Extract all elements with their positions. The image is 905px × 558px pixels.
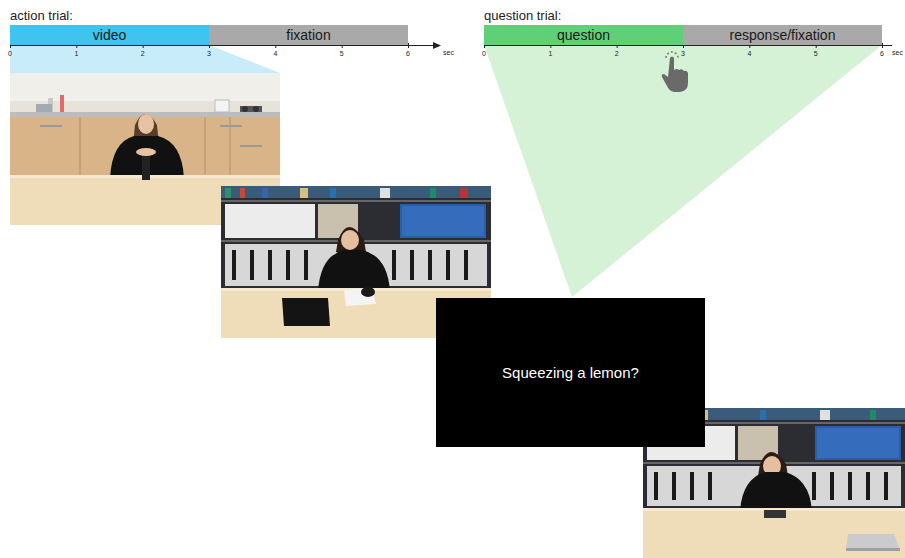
node-text: fixation (286, 27, 330, 43)
tick-label: 0 (482, 50, 486, 57)
tick-label: 5 (340, 50, 344, 57)
projection-wedge (10, 45, 280, 73)
trial-label: question trial: (484, 9, 561, 22)
tick-label: 2 (615, 50, 619, 57)
trial-label: action trial: (10, 9, 73, 22)
tick-label: 4 (273, 50, 277, 57)
touch-icon (662, 52, 688, 92)
tick-label: 1 (548, 50, 552, 57)
tick-label: 6 (406, 50, 410, 57)
timeline-segment: fixation (209, 25, 408, 45)
tick-label: 0 (8, 50, 12, 57)
node-text: question (557, 27, 610, 43)
tick-label: 4 (747, 50, 751, 57)
tick-label: 2 (141, 50, 145, 57)
node-text: Squeezing a lemon? (502, 364, 639, 381)
tick-label: 3 (207, 50, 211, 57)
tick-label: 3 (681, 50, 685, 57)
timeline-segment: question (484, 25, 683, 45)
tick-label: 1 (74, 50, 78, 57)
node-text: video (93, 27, 126, 43)
tick-label: 6 (880, 50, 884, 57)
node-text: response/fixation (730, 27, 836, 43)
question-screen: Squeezing a lemon? (436, 298, 705, 447)
timeline-segment: response/fixation (683, 25, 882, 45)
tick-label: 5 (814, 50, 818, 57)
axis-unit: sec (892, 49, 903, 56)
axis-unit: sec (443, 49, 454, 56)
timeline-segment: video (10, 25, 209, 45)
projection-wedge (484, 45, 882, 297)
